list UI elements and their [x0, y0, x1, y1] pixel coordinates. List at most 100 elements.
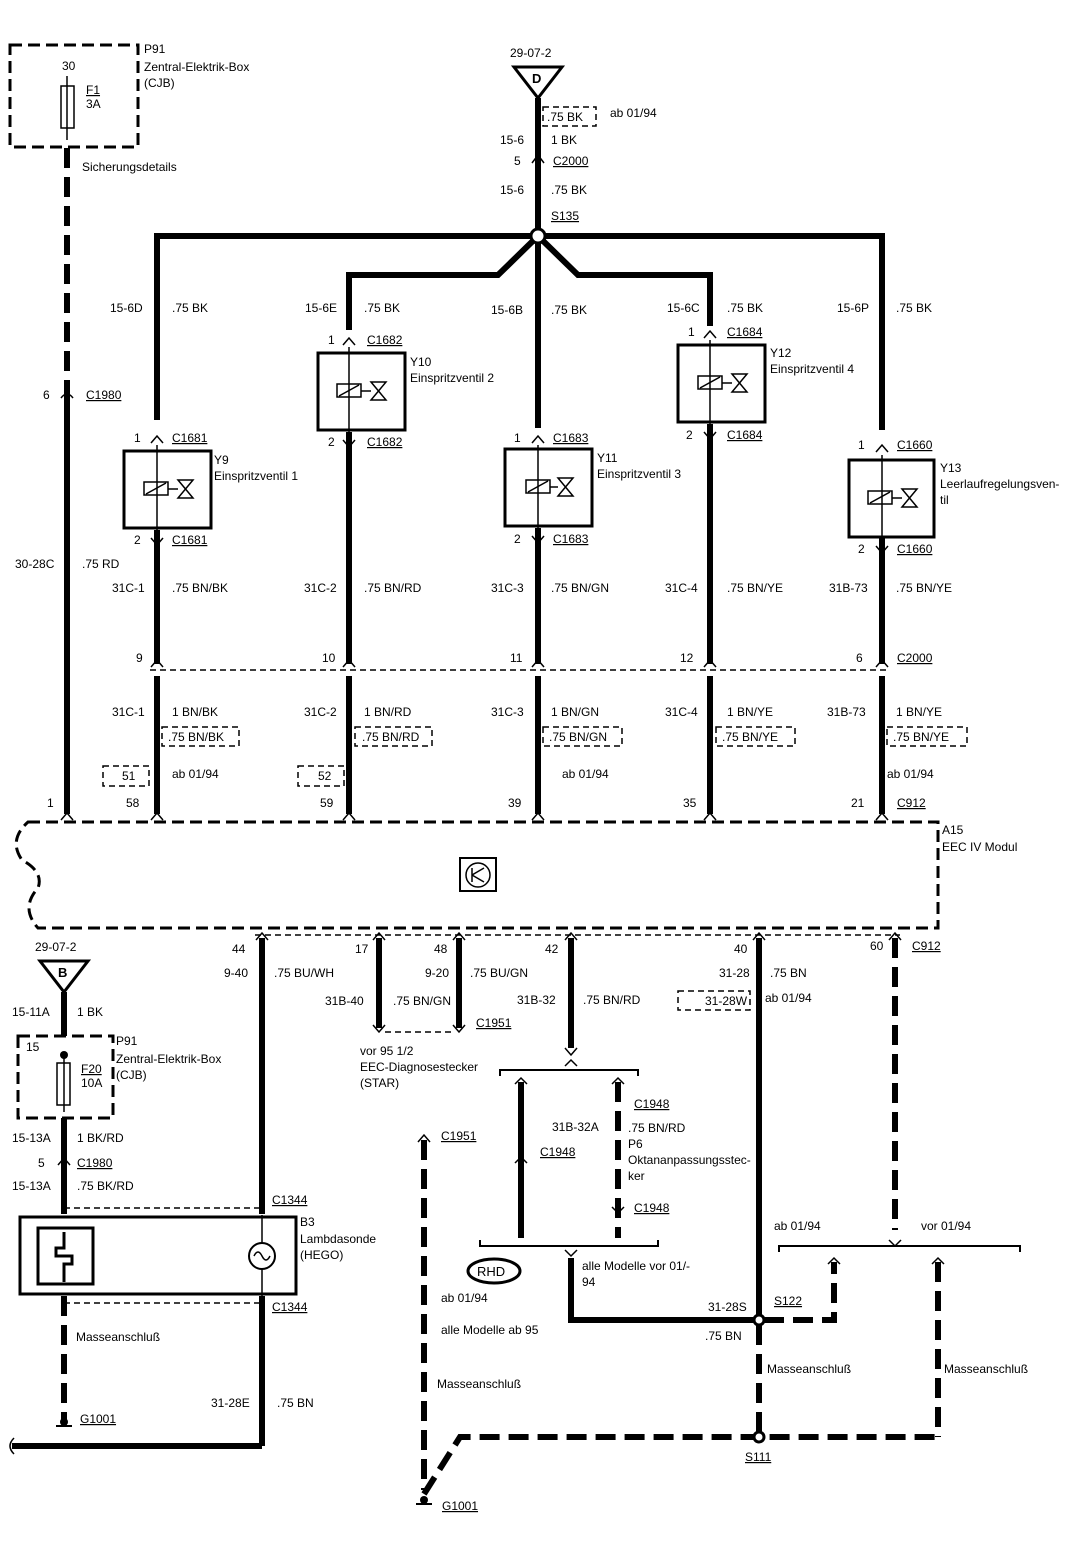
valve-y13-box	[847, 458, 936, 539]
diag-l1: vor 95 1/2	[360, 1044, 414, 1058]
y13-wire-low-spec: 1 BN/YE	[896, 705, 942, 719]
w-31-28-spec: .75 BN	[770, 966, 807, 980]
w-31-28e-spec: .75 BN	[277, 1396, 314, 1410]
w-9-40-id: 9-40	[224, 966, 248, 980]
y11-wire-low-spec: 1 BN/GN	[551, 705, 599, 719]
octane-note-2: 94	[582, 1275, 596, 1289]
ground-label-left: Masseanschluß	[76, 1330, 160, 1344]
c1948-bottom-right: C1948	[634, 1201, 670, 1215]
wire-15-6d-id: 15-6D	[110, 301, 143, 315]
pin-40: 40	[734, 942, 748, 956]
y12-eec-pin: 35	[683, 796, 697, 810]
module-name: EEC IV Modul	[942, 840, 1017, 854]
y11-alt-low: .75 BN/GN	[549, 730, 607, 744]
ecu-icon	[459, 857, 497, 892]
valve-icon	[900, 488, 919, 508]
y10-eec-pin: 59	[320, 796, 334, 810]
y9-badge: 51	[122, 769, 136, 783]
wire-15-6-id: 15-6	[500, 133, 524, 147]
branch-y9: 15-6D .75 BK 1 C1681 Y9 Einspritzventil …	[102, 301, 298, 814]
wire-15-6b-spec: .75 BK	[551, 183, 587, 197]
splice-s122: S122	[774, 1294, 802, 1308]
y12-wire-out-id: 31C-4	[665, 581, 698, 595]
y11-id: Y11	[597, 451, 618, 465]
w-31b-32-spec: .75 BN/RD	[583, 993, 641, 1007]
y11-pin1: 1	[514, 431, 521, 445]
eec-module-outline	[14, 820, 940, 930]
injector-y11-box	[503, 447, 594, 528]
wire-30-28c-spec: .75 RD	[82, 557, 120, 571]
y12-conn2: C1684	[727, 428, 763, 442]
w-15-13a-spec: 1 BK/RD	[77, 1131, 124, 1145]
w-31b-32-id: 31B-32	[517, 993, 556, 1007]
alt-wire-box	[542, 106, 597, 127]
y9-wire-low-spec: 1 BN/BK	[172, 705, 218, 719]
octane-id: P6	[628, 1137, 643, 1151]
y13-wire-out-spec: .75 BN/YE	[896, 581, 952, 595]
y9-wire-out-id: 31C-1	[112, 581, 145, 595]
w-31-28s-id: 31-28S	[708, 1300, 747, 1314]
rhd-c1951: C1951	[441, 1129, 477, 1143]
supply-connector-d: 29-07-2 D	[510, 46, 566, 101]
fuse-box-p91-top: 30 F1 3A P91 Zentral-Elektrik-Box (CJB)	[8, 42, 249, 149]
y12-name: Einspritzventil 4	[770, 362, 854, 376]
y11-c2000-pin: 11	[510, 651, 523, 665]
fuse-pin: 30	[62, 59, 76, 73]
c1344-bottom: C1344	[272, 1300, 308, 1314]
y11-conn2: C1683	[553, 532, 589, 546]
y13-wire-out-id: 31B-73	[829, 581, 868, 595]
y9-id: Y9	[214, 453, 229, 467]
c1948-left: C1948	[540, 1145, 576, 1159]
pin-60: 60	[870, 939, 884, 953]
fuse-id: F1	[86, 83, 100, 97]
sensor-abbr: (HEGO)	[300, 1248, 343, 1262]
w-15-13a-b-id: 15-13A	[12, 1179, 51, 1193]
y9-conn2: C1681	[172, 533, 208, 547]
c2000-label: C2000	[553, 154, 589, 168]
fuse-box-outline	[8, 43, 140, 149]
c1980-b-pin: 5	[38, 1156, 45, 1170]
w-15-11a-spec: 1 BK	[77, 1005, 103, 1019]
w-15-13a-id: 15-13A	[12, 1131, 51, 1145]
y10-wire-low-spec: 1 BN/RD	[364, 705, 412, 719]
w-9-20-spec: .75 BU/GN	[470, 966, 528, 980]
y12-wire-low-spec: 1 BN/YE	[727, 705, 773, 719]
diag-conn: C1951	[476, 1016, 512, 1030]
wire-15-6-spec: 1 BK	[551, 133, 577, 147]
w-15-13a-b-spec: .75 BK/RD	[77, 1179, 134, 1193]
wire-15-6c-spec: .75 BK	[727, 301, 763, 315]
supply-ref: 29-07-2	[510, 46, 552, 60]
branch-y13: 15-6P .75 BK 1 C1660 Y13 Leerlaufregelun…	[827, 301, 1059, 814]
y12-wire-low-id: 31C-4	[665, 705, 698, 719]
rhd-label: RHD	[477, 1264, 505, 1279]
alt-note: ab 01/94	[610, 106, 657, 120]
w-15-11a-id: 15-11A	[12, 1005, 50, 1019]
y10-badge: 52	[318, 769, 332, 783]
y13-wire-low-id: 31B-73	[827, 705, 866, 719]
y10-wire-low-id: 31C-2	[304, 705, 337, 719]
box-id: P91	[144, 42, 166, 56]
bus-inner	[346, 231, 713, 330]
pin-42: 42	[545, 942, 559, 956]
y13-c2000-pin: 6	[856, 651, 863, 665]
wire-15-6e-spec: .75 BK	[364, 301, 400, 315]
y9-eec-pin: 58	[126, 796, 140, 810]
bus-s135	[154, 233, 885, 430]
box2-id: P91	[116, 1034, 138, 1048]
y13-alt-low: .75 BN/YE	[893, 730, 949, 744]
y9-wire-out-spec: .75 BN/BK	[172, 581, 228, 595]
octane-name-2: ker	[628, 1169, 645, 1183]
module-bottom-pins	[255, 931, 902, 941]
box2-abbr: (CJB)	[116, 1068, 147, 1082]
branch-y12: 15-6C .75 BK 1 C1684 Y12 Einspritzventil…	[665, 301, 854, 814]
diag-l3: (STAR)	[360, 1076, 399, 1090]
splice-s135-dot	[529, 227, 547, 245]
rhd-note-1: ab 01/94	[441, 1291, 488, 1305]
y10-pin1: 1	[328, 333, 335, 347]
y12-pin2: 2	[686, 428, 693, 442]
y12-conn1: C1684	[727, 325, 763, 339]
y12-wire-out-spec: .75 BN/YE	[727, 581, 783, 595]
valve-icon	[369, 381, 388, 401]
